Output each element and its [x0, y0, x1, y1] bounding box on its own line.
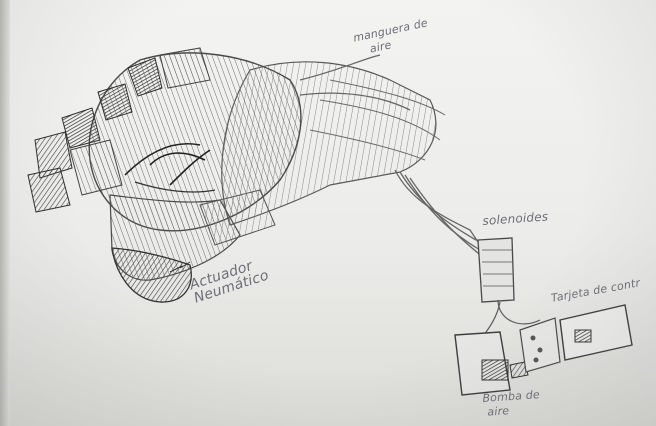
control-board [520, 305, 632, 372]
air-pump-label: Bomba de aire [482, 388, 541, 420]
air-pump [455, 332, 528, 395]
